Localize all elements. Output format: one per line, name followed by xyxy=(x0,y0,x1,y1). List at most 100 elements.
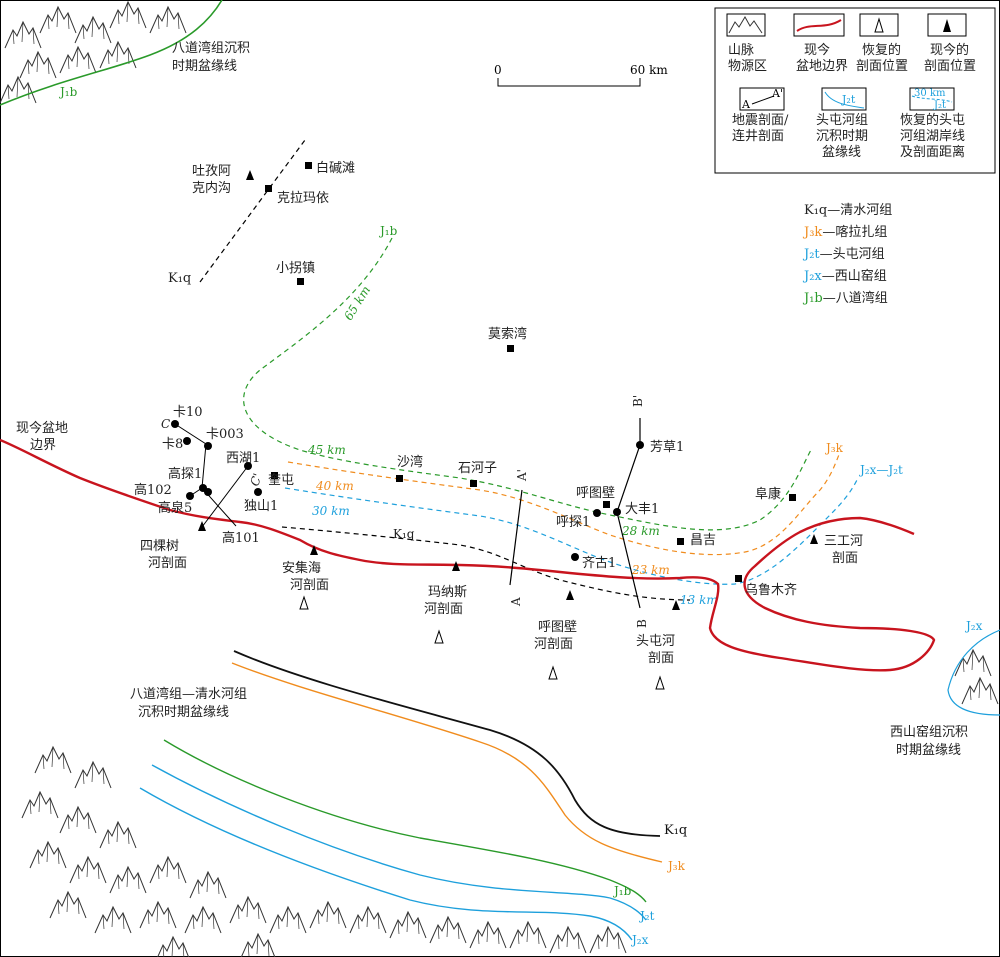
k1q-nw-line xyxy=(199,139,306,283)
boundary-icon xyxy=(796,19,842,32)
dist-13: 13 km xyxy=(680,593,718,607)
label-fukang: 阜康 xyxy=(755,486,781,502)
label-anjihai: 安集海河剖面 xyxy=(282,560,329,593)
scale-zero: 0 xyxy=(494,63,502,77)
mountains-bottomright xyxy=(954,649,999,705)
label-ka8: 卡8 xyxy=(162,437,183,452)
label-qigu1: 齐古1 xyxy=(582,555,616,571)
label-dafeng1: 大丰1 xyxy=(625,502,659,517)
well-ka8 xyxy=(183,437,191,445)
dist-40: 40 km xyxy=(315,479,354,493)
j2x-bottom-label: J₂x xyxy=(630,933,649,947)
section-c-label: C xyxy=(161,417,170,431)
label-xiaoguai: 小拐镇 xyxy=(276,261,315,276)
k1q-restored-line xyxy=(281,526,691,601)
legend-tt-restored-text: 恢复的头屯河组湖岸线及剖面距离 xyxy=(900,112,965,160)
j2x-j2t-right-label: J₂x—J₂t xyxy=(858,463,903,477)
j1b-margin-topleft xyxy=(0,0,223,106)
label-kuitun: 奎屯 xyxy=(268,473,294,488)
seismic-icon xyxy=(751,95,775,105)
label-gaotan1: 高探1 xyxy=(168,466,202,482)
towns xyxy=(265,162,796,582)
annotation-present-boundary: 现今盆地边界 xyxy=(16,420,68,453)
formation-j1b: J₁b—八道湾组 xyxy=(802,290,888,306)
section-a-label: A xyxy=(509,597,523,607)
town-baijiantan xyxy=(305,162,312,169)
label-manas: 玛纳斯河剖面 xyxy=(424,585,467,617)
section-b-label: B xyxy=(635,619,649,628)
label-tuziake: 吐孜阿克内沟 xyxy=(192,164,231,196)
legend-tt-icon: J₂t xyxy=(841,93,856,106)
town-mosuowan xyxy=(507,345,514,352)
label-fangcao1: 芳草1 xyxy=(650,440,684,455)
label-baijiantan: 白碱滩 xyxy=(316,160,355,176)
mountains-bottomleft xyxy=(21,746,627,957)
town-shihezi xyxy=(470,480,477,487)
section-a-line xyxy=(509,489,523,586)
legend-seismic-a: A xyxy=(741,98,751,111)
label-gao101: 高101 xyxy=(222,530,260,546)
current-sikeshu xyxy=(198,521,206,531)
current-section-icon xyxy=(943,19,951,32)
formation-j2t: J₂t—头屯河组 xyxy=(802,247,885,262)
label-changji: 昌吉 xyxy=(690,533,716,548)
town-kuitun xyxy=(271,472,278,479)
label-sikeshu: 四棵树河剖面 xyxy=(140,539,187,571)
well-hutan1 xyxy=(593,509,601,517)
j1b-margin-bottom xyxy=(163,739,647,903)
label-gao102: 高102 xyxy=(134,482,172,498)
label-shihezi: 石河子 xyxy=(458,461,497,476)
restored-anjihai xyxy=(299,595,309,610)
legend-restored-text: 恢复的剖面位置 xyxy=(856,42,908,74)
town-shawan xyxy=(396,475,403,482)
legend-seismic-text: 地震剖面/连井剖面 xyxy=(732,113,789,144)
restored-section-icon xyxy=(874,17,884,33)
label-hutubi-town: 呼图壁 xyxy=(576,486,615,501)
k1q-mid-label: K₁q xyxy=(393,527,415,541)
k1q-bottom-label: K₁q xyxy=(664,823,687,838)
legend-tt-restored-km: 30 km xyxy=(914,88,946,99)
label-gaoquan5: 高泉5 xyxy=(158,500,192,516)
town-xiaoguai xyxy=(297,278,304,285)
wells xyxy=(171,420,644,561)
scale-end: 60 km xyxy=(630,63,668,77)
legend-current-text: 现今的剖面位置 xyxy=(924,42,976,74)
dist-28: 28 km xyxy=(621,524,660,538)
label-mosuowan: 莫索湾 xyxy=(488,326,527,342)
j1b-top-label: J₁b xyxy=(378,224,398,238)
current-manas xyxy=(452,561,460,571)
annotation-bottom-left: 八道湾组—清水河组沉积时期盆缘线 xyxy=(130,686,247,720)
restored-hutubi xyxy=(548,665,558,680)
well-gao102 xyxy=(186,492,194,500)
dist-65: 65 km xyxy=(341,283,373,322)
dist-30: 30 km xyxy=(312,504,350,518)
label-sangong: 三工河剖面 xyxy=(824,534,863,566)
j2t-restored-line xyxy=(284,477,859,585)
well-qigu1 xyxy=(571,553,579,561)
label-dushan1: 独山1 xyxy=(244,499,278,514)
place-labels: 白碱滩 吐孜阿克内沟 克拉玛依 小拐镇 莫索湾 沙湾 石河子 奎屯 阜康 昌吉 … xyxy=(134,160,863,666)
label-ka10: 卡10 xyxy=(173,405,203,420)
annotation-top-left: 八道湾组沉积时期盆缘线 xyxy=(172,40,250,74)
label-hutan1: 呼探1 xyxy=(556,515,590,530)
tt-margin-icon xyxy=(824,91,865,109)
current-hutubi xyxy=(566,590,574,600)
j2x-margin-bottom xyxy=(139,787,633,941)
k1q-top-label: K₁q xyxy=(168,271,191,286)
k1q-margin-bottom xyxy=(233,650,661,837)
current-tuziake xyxy=(246,170,254,180)
section-c2-label: C' xyxy=(247,472,264,489)
well-dafeng1 xyxy=(613,508,621,516)
town-hutubi xyxy=(603,501,610,508)
well-ka10 xyxy=(171,420,179,428)
label-hutubi-section: 呼图壁河剖面 xyxy=(534,620,577,652)
section-a2-label: A' xyxy=(515,469,529,482)
formation-j3k: J₃k—喀拉扎组 xyxy=(802,224,887,240)
legend-tt-restored-j: J₂t xyxy=(933,100,946,111)
label-urumqi: 乌鲁木齐 xyxy=(745,582,797,598)
j2t-bottom-label: J₂t xyxy=(638,909,655,923)
j3k-right-label: J₃k xyxy=(824,441,844,455)
current-sangong xyxy=(810,534,818,544)
annotation-xishanyao: 西山窑组沉积时期盆缘线 xyxy=(890,724,968,758)
